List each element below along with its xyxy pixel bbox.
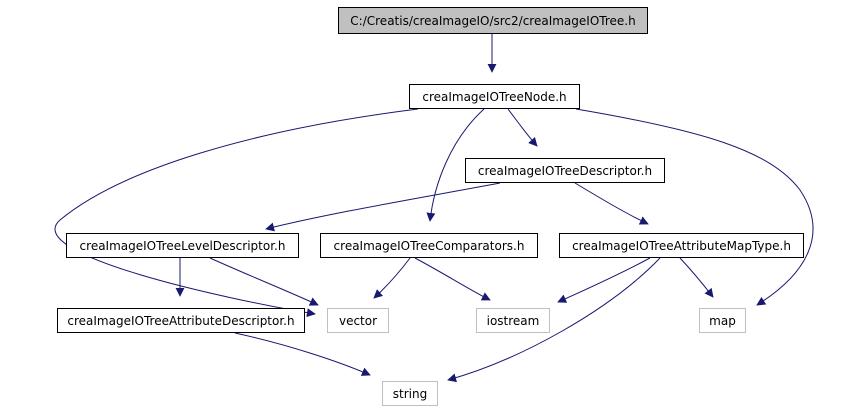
edge-tree-node-to-tree-descriptor: [507, 108, 538, 147]
edge-attribute-map-type-to-iostream: [557, 257, 651, 303]
node-attribute-map-type[interactable]: creaImageIOTreeAttributeMapType.h: [559, 233, 804, 258]
node-string[interactable]: string: [382, 381, 438, 406]
edge-tree-node-to-map: [575, 108, 814, 306]
node-map[interactable]: map: [699, 308, 746, 333]
edge-tree-descriptor-to-level-descriptor: [265, 182, 501, 232]
node-attribute-descriptor[interactable]: creaImageIOTreeAttributeDescriptor.h: [57, 308, 305, 333]
node-root-file[interactable]: C:/Creatis/creaImageIO/src2/creaImageIOT…: [338, 7, 648, 34]
node-iostream[interactable]: iostream: [476, 308, 550, 333]
edge-comparators-to-iostream: [414, 257, 491, 301]
node-level-descriptor[interactable]: creaImageIOTreeLevelDescriptor.h: [66, 233, 299, 258]
edge-attribute-descriptor-to-string: [234, 332, 371, 376]
edge-level-descriptor-to-vector: [209, 257, 319, 306]
edge-attribute-map-type-to-string: [447, 257, 661, 383]
edge-attribute-map-type-to-map: [679, 257, 714, 298]
edge-tree-descriptor-to-attribute-map-type: [574, 182, 649, 225]
node-vector[interactable]: vector: [327, 308, 389, 333]
edge-comparators-to-vector: [373, 257, 411, 299]
node-tree-node[interactable]: creaImageIOTreeNode.h: [409, 84, 580, 109]
node-tree-descriptor[interactable]: creaImageIOTreeDescriptor.h: [465, 158, 665, 183]
edge-tree-node-to-vector: [54, 108, 419, 318]
edge-tree-node-to-comparators: [426, 108, 485, 222]
node-comparators[interactable]: creaImageIOTreeComparators.h: [320, 233, 538, 258]
